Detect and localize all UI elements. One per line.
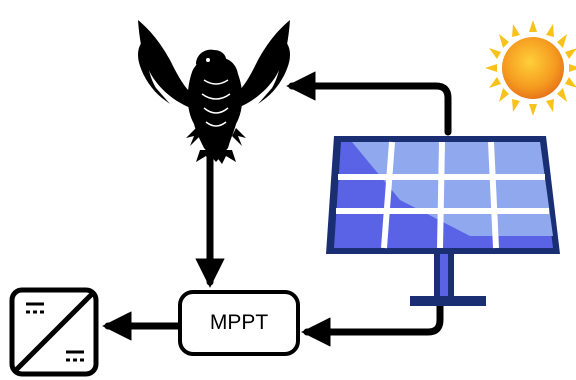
sun-icon (485, 20, 576, 116)
arrow-panel-to-mppt (301, 302, 444, 347)
mppt-label: MPPT (209, 311, 269, 334)
solar-panel-icon (326, 136, 560, 306)
dc-dc-converter-icon (9, 287, 99, 377)
eagle-icon (138, 20, 290, 164)
arrow-panel-to-eagle (286, 71, 452, 136)
eagle-feather-detail (201, 58, 231, 127)
mppt-box (178, 290, 300, 356)
connection-lines (102, 71, 452, 347)
